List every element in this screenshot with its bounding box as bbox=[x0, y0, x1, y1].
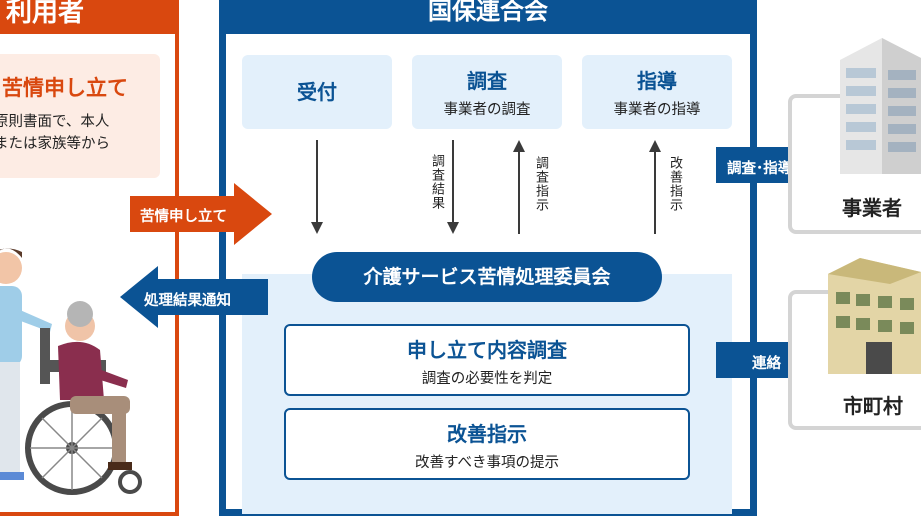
reception-box: 受付 bbox=[242, 55, 392, 129]
office-building-icon bbox=[840, 38, 921, 174]
complaint-arrow bbox=[130, 183, 272, 245]
improvement-card: 改善指示 改善すべき事項の提示 bbox=[284, 408, 690, 480]
label-improvement-instruction: 改善指示 bbox=[667, 156, 682, 212]
label-investigation-instruction: 調査指示 bbox=[533, 156, 548, 212]
complaint-card bbox=[0, 54, 160, 178]
guidance-box: 指導 事業者の指導 bbox=[582, 55, 732, 129]
guidance-title: 指導 bbox=[637, 69, 677, 93]
complaint-review-card: 申し立て内容調査 調査の必要性を判定 bbox=[284, 324, 690, 396]
result-notice-arrow bbox=[120, 266, 268, 328]
org-header: 国保連合会 bbox=[219, 0, 757, 34]
complaint-card-title: 苦情申し立て bbox=[2, 76, 128, 100]
investigation-subtitle: 事業者の調査 bbox=[443, 102, 531, 118]
reception-title: 受付 bbox=[297, 80, 337, 104]
complaint-card-desc: 原則書面で、本人 または家族等から bbox=[0, 114, 110, 152]
caregiver-head bbox=[0, 252, 22, 284]
complaint-review-title: 申し立て内容調査 bbox=[407, 338, 567, 362]
result-notice-label: 処理結果通知 bbox=[144, 293, 231, 309]
elderly-cardigan bbox=[58, 341, 104, 400]
caregiver-illustration bbox=[0, 248, 142, 495]
business-label: 事業者 bbox=[842, 196, 902, 220]
user-header: 利用者 bbox=[0, 0, 176, 34]
municipality-label: 市町村 bbox=[843, 394, 903, 418]
complaint-arrow-label: 苦情申し立て bbox=[140, 209, 227, 225]
investigate-guide-label: 調査･指導 bbox=[727, 161, 793, 177]
guidance-subtitle: 事業者の指導 bbox=[613, 102, 701, 118]
investigation-box: 調査 事業者の調査 bbox=[412, 55, 562, 129]
contact-label: 連絡 bbox=[752, 356, 781, 372]
flow-arrows bbox=[311, 140, 661, 234]
label-investigation-result: 調査結果 bbox=[429, 154, 444, 210]
complaint-review-subtitle: 調査の必要性を判定 bbox=[421, 371, 553, 387]
caregiver-uniform bbox=[0, 286, 22, 366]
committee-title: 介護サービス苦情処理委員会 bbox=[312, 252, 662, 302]
investigation-title: 調査 bbox=[467, 69, 507, 93]
city-hall-icon bbox=[828, 258, 921, 374]
improvement-subtitle: 改善すべき事項の提示 bbox=[415, 455, 559, 471]
improvement-title: 改善指示 bbox=[447, 422, 527, 446]
